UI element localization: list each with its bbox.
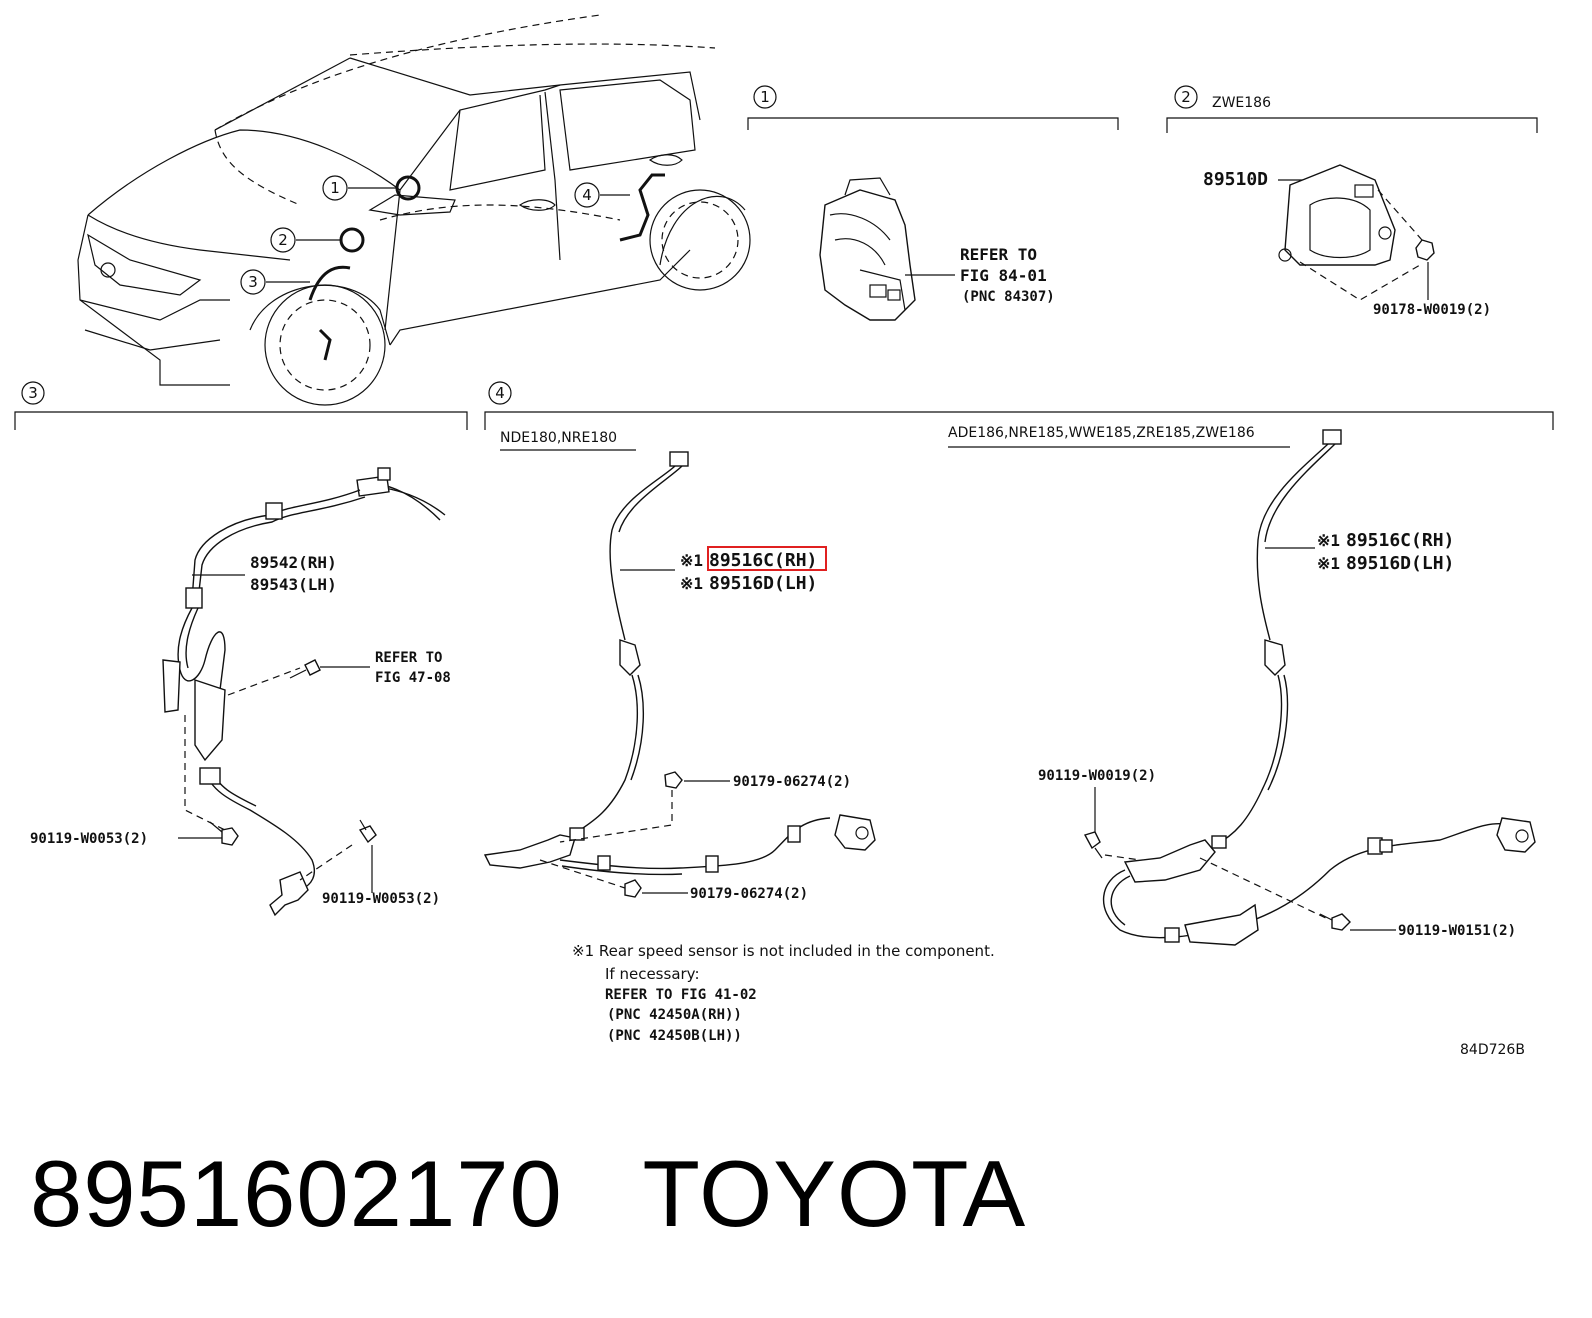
section-4-right-bolt-right: 90119-W0151(2): [1398, 923, 1516, 939]
figure-code: 84D726B: [1460, 1042, 1525, 1058]
section-3-refer-line1: REFER TO: [375, 650, 442, 666]
section-4-number: 4: [495, 384, 505, 402]
section-1-number: 1: [760, 88, 770, 106]
section-2-model: ZWE186: [1212, 95, 1271, 111]
section-4-bracket: [484, 411, 1554, 430]
section-3-number: 3: [28, 384, 38, 402]
section-1-refer-line1: REFER TO: [960, 245, 1037, 264]
caption: 8951602170 TOYOTA: [30, 1140, 1026, 1248]
section-4-right: ADE186,NRE185,WWE185,ZRE185,ZWE186: [948, 425, 1536, 946]
car-illustration: [77, 14, 751, 406]
section-4-left-harness-drawing: [483, 451, 876, 876]
caption-part-number: 8951602170: [30, 1141, 563, 1246]
section-4-left-nut-bottom-icon: [624, 879, 642, 898]
car-callout-2-label: 2: [278, 231, 288, 249]
section-3-part-rh: 89542(RH): [250, 553, 337, 572]
section-3: 3 89542(RH) 89543(LH): [14, 381, 468, 917]
section-1-part-drawing: [819, 177, 916, 321]
car-callout-4: 4: [574, 182, 600, 208]
section-2: 2 ZWE186 89510D 90178-W0019(2): [1166, 85, 1538, 318]
section-4-right-part-rh: 89516C(RH): [1346, 530, 1454, 551]
section-2-number: 2: [1181, 88, 1191, 106]
section-4-right-model: ADE186,NRE185,WWE185,ZRE185,ZWE186: [948, 425, 1255, 441]
section-3-bolt-bottom: 90119-W0053(2): [322, 891, 440, 907]
section-4-left-nut-bottom: 90179-06274(2): [690, 886, 808, 902]
section-3-part-lh: 89543(LH): [250, 575, 337, 594]
section-4-right-mark-rh: ※1: [1317, 531, 1340, 550]
car-callout-4-label: 4: [582, 186, 592, 204]
section-4-left-nut-top: 90179-06274(2): [733, 774, 851, 790]
section-4-left: NDE180,NRE180 ※1 89516C(R: [483, 430, 876, 902]
highlight-box: [707, 546, 827, 571]
section-3-bolt-icon: [289, 659, 321, 679]
section-4: 4 NDE180,NRE180: [483, 381, 1554, 946]
section-3-harness-drawing: [162, 467, 446, 917]
section-4-right-bolt-left-icon: [1083, 831, 1103, 859]
caption-brand: TOYOTA: [642, 1141, 1027, 1246]
car-callout-1-label: 1: [330, 179, 340, 197]
section-4-right-part-lh: 89516D(LH): [1346, 553, 1454, 574]
car-callout-3-label: 3: [248, 273, 258, 291]
car-callout-3: 3: [240, 269, 266, 295]
section-4-right-bolt-right-icon: [1319, 913, 1351, 931]
section-4-right-mark-lh: ※1: [1317, 554, 1340, 573]
section-4-left-mark-rh: ※1: [680, 551, 703, 570]
footnote: ※1 Rear speed sensor is not included in …: [572, 942, 995, 1044]
section-1-bracket: [747, 117, 1119, 130]
section-4-right-bolt-left: 90119-W0019(2): [1038, 768, 1156, 784]
section-3-refer-line2: FIG 47-08: [375, 670, 451, 686]
section-1: 1 REFER TO FIG 84-01 (PNC 84307): [747, 85, 1119, 321]
footnote-line2: If necessary:: [605, 965, 700, 983]
footnote-line1: ※1 Rear speed sensor is not included in …: [572, 942, 995, 960]
section-4-left-model: NDE180,NRE180: [500, 430, 617, 446]
section-2-part-nut: 90178-W0019(2): [1373, 302, 1491, 318]
section-2-part-drawing: [1278, 164, 1396, 266]
section-1-refer-line2: FIG 84-01: [960, 266, 1047, 285]
section-2-bracket: [1166, 117, 1538, 133]
car-callout-2: 2: [270, 227, 296, 253]
car-callout-1: 1: [322, 175, 348, 201]
section-4-right-harness-drawing: [1103, 429, 1536, 946]
section-3-bracket: [14, 411, 468, 430]
section-4-left-nut-top-icon: [664, 771, 683, 789]
section-2-part-main: 89510D: [1203, 169, 1268, 190]
section-3-bolt-left: 90119-W0053(2): [30, 831, 148, 847]
section-4-left-mark-lh: ※1: [680, 574, 703, 593]
footnote-line4: (PNC 42450A(RH)): [607, 1007, 742, 1023]
section-4-left-part-rh: 89516C(RH): [709, 550, 817, 571]
section-3-bolt-left-icon: [209, 821, 239, 846]
footnote-line5: (PNC 42450B(LH)): [607, 1028, 742, 1044]
footnote-line3: REFER TO FIG 41-02: [605, 987, 757, 1003]
section-1-refer-line3: (PNC 84307): [962, 289, 1055, 305]
section-3-bolt-bottom-icon: [358, 819, 377, 844]
section-4-left-part-lh: 89516D(LH): [709, 573, 817, 594]
section-2-nut-icon: [1415, 239, 1435, 261]
